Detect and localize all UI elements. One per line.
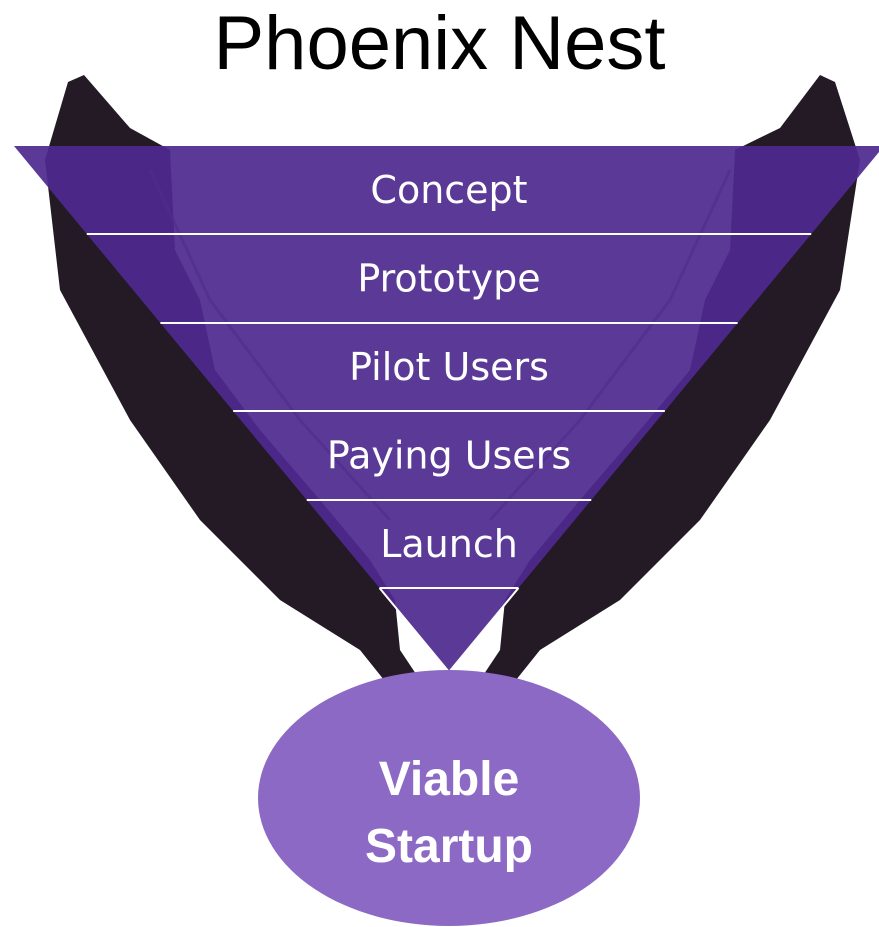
funnel-stage-label: Pilot Users: [349, 345, 549, 389]
viable-startup-ellipse: [258, 670, 640, 926]
page-title: Phoenix Nest: [213, 1, 666, 86]
funnel-shape: [14, 146, 879, 672]
result-label-line2: Startup: [365, 820, 533, 873]
funnel-stage-label: Paying Users: [327, 434, 571, 478]
funnel-stage-label: Concept: [370, 168, 527, 212]
result-label-line1: Viable: [379, 753, 520, 806]
funnel-tip-edge: [378, 587, 450, 673]
funnel-tip-edge: [448, 587, 520, 673]
funnel-stage-label: Launch: [380, 522, 518, 566]
funnel-stage-label: Prototype: [357, 257, 540, 301]
